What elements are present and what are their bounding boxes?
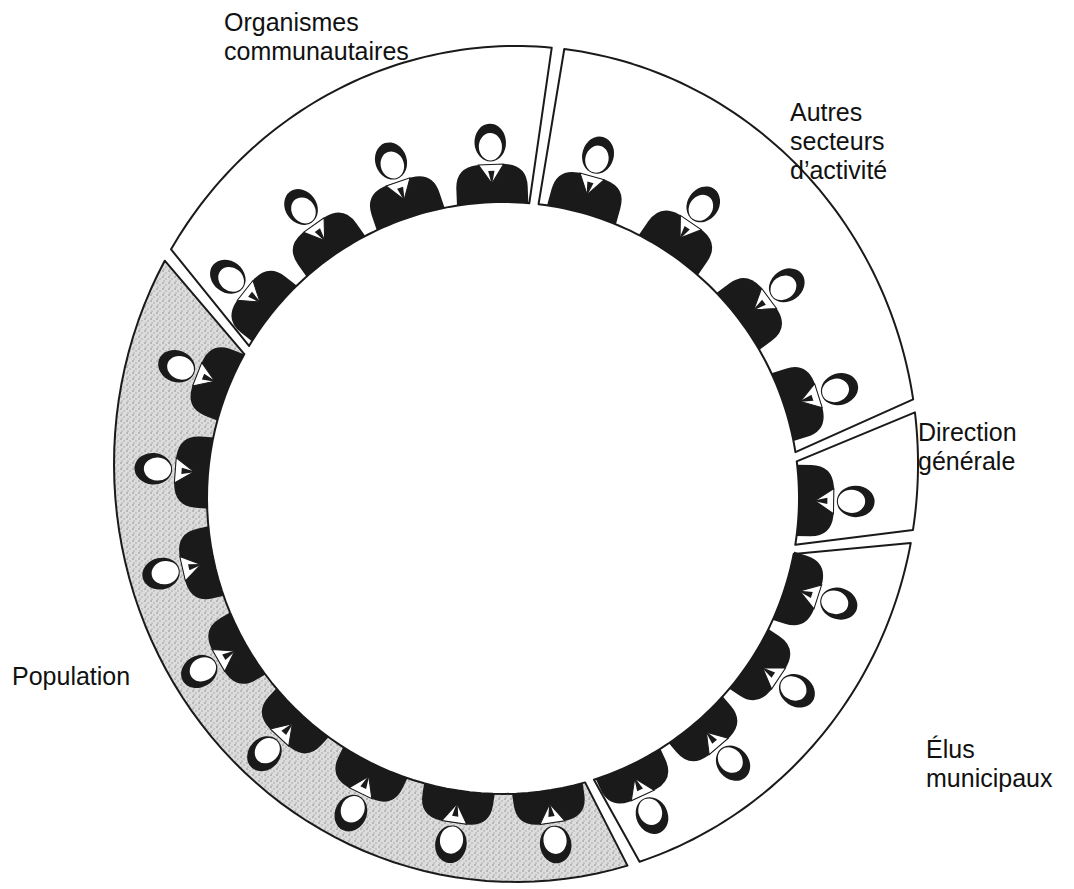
segment-label: Organismes communautaires [224,8,439,66]
segment-label: Direction générale [918,418,1063,476]
segment-label: Autres secteurs d’activité [790,98,920,184]
segment-label: Population [12,662,162,691]
table-circle [207,202,799,794]
segment-label: Élus municipaux [926,735,1068,793]
